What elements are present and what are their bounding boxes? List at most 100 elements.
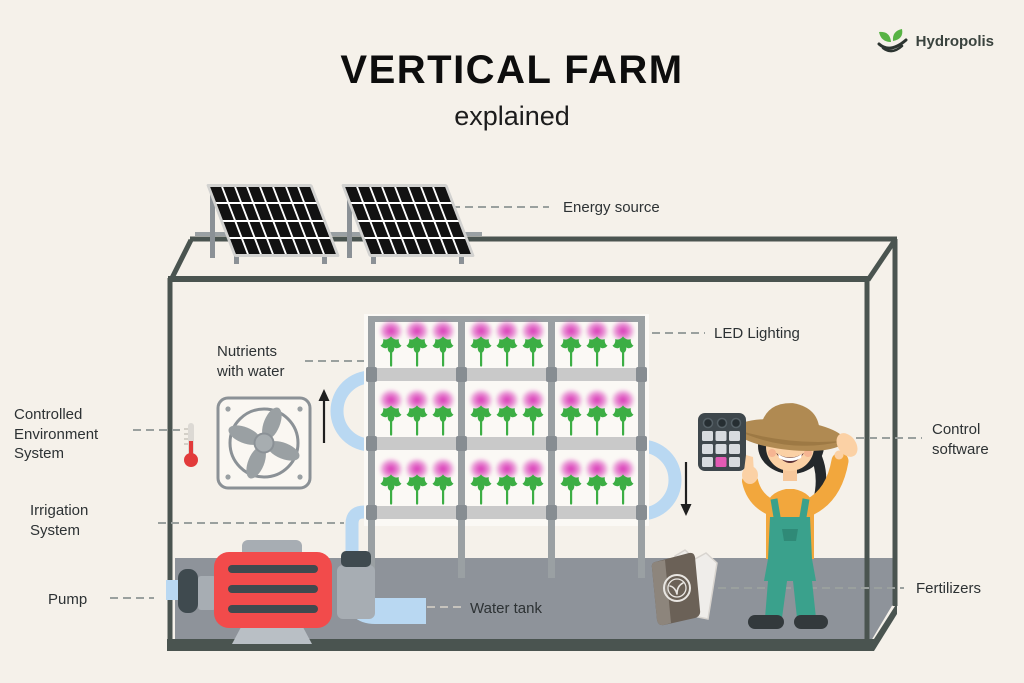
plant-icon <box>380 405 402 436</box>
solar-leg <box>347 188 352 258</box>
plant-icon <box>432 336 454 367</box>
plant-icon <box>522 474 544 505</box>
plant-icon <box>496 474 518 505</box>
led-glow-icon <box>611 389 635 411</box>
led-glow-icon <box>521 458 545 480</box>
led-glow-icon <box>469 458 493 480</box>
tray-cap <box>636 367 647 382</box>
tray-cap <box>366 367 377 382</box>
led-glow-icon <box>469 320 493 342</box>
plant-icon <box>432 474 454 505</box>
plant-icon <box>406 336 428 367</box>
thermometer-icon <box>184 423 198 467</box>
tray <box>370 506 643 519</box>
plant-icon <box>380 336 402 367</box>
label-irrigation-system: Irrigation System <box>30 502 89 539</box>
plant-icon <box>560 474 582 505</box>
tray-cap <box>636 505 647 520</box>
solar-leg <box>322 250 327 264</box>
led-glow-icon <box>405 320 429 342</box>
plant-icon <box>470 336 492 367</box>
brand-logo: Hydropolis <box>876 28 994 54</box>
tray-cap <box>546 505 557 520</box>
plant-icon <box>522 405 544 436</box>
plant-icon <box>432 405 454 436</box>
led-glow-icon <box>559 458 583 480</box>
led-glow-icon <box>431 320 455 342</box>
label-pump: Pump <box>48 591 88 608</box>
plant-icon <box>560 405 582 436</box>
led-glow-icon <box>585 458 609 480</box>
led-glow-icon <box>521 320 545 342</box>
label-energy-source: Energy source <box>563 199 660 216</box>
solar-leg <box>234 250 239 264</box>
label-control-software: Control software <box>932 421 989 458</box>
label-controlled-environment-system: Controlled Environment System <box>14 406 99 462</box>
led-glow-icon <box>379 320 403 342</box>
led-glow-icon <box>405 389 429 411</box>
plant-icon <box>612 405 634 436</box>
led-glow-icon <box>431 389 455 411</box>
led-glow-icon <box>585 389 609 411</box>
brand-name: Hydropolis <box>915 32 994 50</box>
led-glow-icon <box>559 389 583 411</box>
page-title: VERTICAL FARM <box>340 48 684 92</box>
led-glow-icon <box>431 458 455 480</box>
tray <box>370 368 643 381</box>
plant-icon <box>612 336 634 367</box>
plant-icon <box>612 474 634 505</box>
tray-cap <box>456 505 467 520</box>
pump-connector <box>198 576 216 610</box>
up-arrow-icon <box>318 389 330 443</box>
solar-leg <box>371 250 376 264</box>
label-nutrients-with-water: Nutrients with water <box>217 343 285 380</box>
plant-icon <box>560 336 582 367</box>
plant-icon <box>470 405 492 436</box>
led-glow-icon <box>495 320 519 342</box>
label-water-tank: Water tank <box>470 600 542 617</box>
plant-icon <box>380 474 402 505</box>
tray-cap <box>366 436 377 451</box>
plant-icon <box>586 474 608 505</box>
led-glow-icon <box>611 320 635 342</box>
hat <box>734 403 845 451</box>
plant-icon <box>586 405 608 436</box>
tray-cap <box>366 505 377 520</box>
plant-icon <box>406 405 428 436</box>
solar-leg <box>210 188 215 258</box>
fan-icon <box>216 396 312 490</box>
led-glow-icon <box>495 458 519 480</box>
fertilizer-bag <box>651 549 718 626</box>
led-glow-icon <box>611 458 635 480</box>
plant-icon <box>470 474 492 505</box>
plant-icon <box>406 474 428 505</box>
floor-corner-edge <box>874 603 897 651</box>
solar-leg <box>459 250 464 264</box>
led-glow-icon <box>495 389 519 411</box>
title-block: VERTICAL FARM explained <box>0 48 1024 132</box>
led-glow-icon <box>379 458 403 480</box>
led-glow-icon <box>521 389 545 411</box>
plant-icon <box>496 336 518 367</box>
led-glow-icon <box>559 320 583 342</box>
farmer-illustration <box>698 403 858 629</box>
control-panel-device <box>698 413 746 471</box>
pump-base <box>232 626 312 644</box>
pump-valve <box>337 565 375 619</box>
tray-cap <box>456 436 467 451</box>
plant-icon <box>522 336 544 367</box>
tray-cap <box>456 367 467 382</box>
led-glow-icon <box>585 320 609 342</box>
pump-cylinder <box>178 569 198 613</box>
plant-icon <box>496 405 518 436</box>
floor-front-edge <box>167 639 874 651</box>
label-led-lighting: LED Lighting <box>714 325 800 342</box>
led-glow-icon <box>379 389 403 411</box>
pump-body <box>214 552 332 628</box>
down-arrow-icon <box>680 462 692 516</box>
shelf-unit <box>364 314 649 578</box>
tray-cap <box>636 436 647 451</box>
shelf-top-bar <box>368 316 645 322</box>
plant-icon <box>586 336 608 367</box>
